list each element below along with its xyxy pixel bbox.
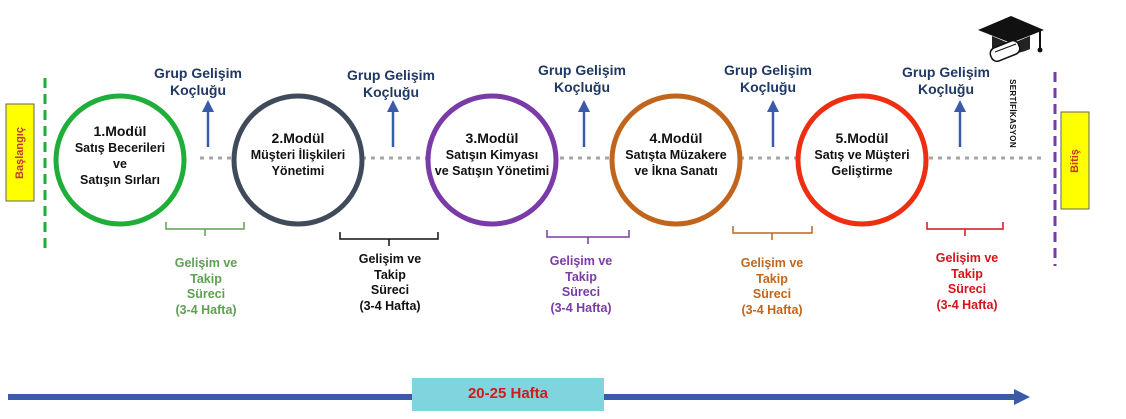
- followup-1-line4: (3-4 Hafta): [175, 302, 237, 317]
- coaching-label-3-line1: Grup Gelişim: [538, 62, 626, 78]
- followup-2-line2: Takip: [374, 267, 406, 282]
- duration-arrowhead: [1014, 389, 1030, 405]
- module-4-line2: ve İkna Sanatı: [634, 164, 718, 179]
- followup-5-line3: Süreci: [947, 282, 987, 297]
- coaching-label-1: Grup Gelişim Koçluğu: [133, 65, 263, 99]
- module-2-circle: [231, 93, 365, 227]
- followup-label-4: Gelişim ve Takip Süreci (3-4 Hafta): [717, 256, 827, 319]
- module-4-line1: Satışta Müzakere: [625, 147, 727, 162]
- followup-1-line3: Süreci: [186, 287, 226, 302]
- coaching-arrowhead-4: [767, 100, 779, 112]
- module-2-line2: Yönetimi: [271, 164, 325, 179]
- module-5-text: 5.Modül Satış ve Müşteri Geliştirme: [787, 130, 937, 179]
- followup-bracket-5: [926, 222, 1004, 236]
- followup-1-line2: Takip: [190, 271, 222, 286]
- coaching-label-3-line2: Koçluğu: [554, 78, 610, 95]
- followup-label-2: Gelişim ve Takip Süreci (3-4 Hafta): [335, 252, 445, 315]
- followup-4-line2: Takip: [756, 271, 788, 286]
- end-box: [1060, 111, 1090, 210]
- followup-2-line1: Gelişim ve: [358, 252, 422, 266]
- module-1-title: 1.Modül: [93, 123, 147, 139]
- coaching-label-4: Grup Gelişim Koçluğu: [703, 62, 833, 96]
- followup-5-line4: (3-4 Hafta): [936, 297, 998, 312]
- followup-bracket-3: [546, 230, 630, 244]
- followup-label-5: Gelişim ve Takip Süreci (3-4 Hafta): [912, 251, 1022, 314]
- coaching-label-2-line1: Grup Gelişim: [347, 67, 435, 83]
- followup-label-1: Gelişim ve Takip Süreci (3-4 Hafta): [151, 256, 261, 319]
- followup-4-line1: Gelişim ve: [740, 256, 804, 270]
- start-box: [5, 103, 35, 202]
- module-2-text: 2.Modül Müşteri İlişkileri Yönetimi: [223, 130, 373, 179]
- coaching-label-4-line1: Grup Gelişim: [724, 62, 812, 78]
- start-label-box: Başlangıç: [6, 104, 34, 201]
- followup-2-line4: (3-4 Hafta): [359, 298, 421, 313]
- module-5-line2: Geliştirme: [831, 164, 893, 179]
- module-1-line2: ve: [113, 157, 127, 172]
- coaching-label-4-line2: Koçluğu: [740, 78, 796, 95]
- module-3-title: 3.Modül: [465, 130, 519, 146]
- coaching-label-1-line2: Koçluğu: [170, 81, 226, 98]
- coaching-label-5: Grup Gelişim Koçluğu: [881, 64, 1011, 98]
- coaching-arrows: [202, 100, 966, 147]
- followup-3-line4: (3-4 Hafta): [550, 300, 612, 315]
- module-2-line1: Müşteri İlişkileri: [250, 147, 346, 162]
- module-1-line1: Satış Becerileri: [74, 140, 166, 155]
- coaching-label-5-line1: Grup Gelişim: [902, 64, 990, 80]
- end-label-box: Bitiş: [1061, 112, 1089, 209]
- coaching-label-5-line2: Koçluğu: [918, 80, 974, 97]
- followup-bracket-2: [339, 232, 439, 246]
- followup-1-line1: Gelişim ve: [174, 256, 238, 270]
- module-3-text: 3.Modül Satışın Kimyası ve Satışın Yönet…: [417, 130, 567, 179]
- followup-4-line3: Süreci: [752, 287, 792, 302]
- module-3-line1: Satışın Kimyası: [445, 147, 539, 162]
- followup-3-line3: Süreci: [561, 285, 601, 300]
- duration-box: [412, 378, 604, 411]
- module-1-circle: [53, 93, 187, 227]
- coaching-arrowhead-3: [578, 100, 590, 112]
- followup-3-line1: Gelişim ve: [549, 254, 613, 268]
- followup-bracket-1: [165, 222, 245, 236]
- duration-label: 20-25 Hafta: [467, 385, 549, 402]
- coaching-arrowhead-1: [202, 100, 214, 112]
- followup-5-line1: Gelişim ve: [935, 251, 999, 265]
- module-5-line1: Satış ve Müşteri: [814, 147, 910, 162]
- coaching-label-1-line1: Grup Gelişim: [154, 65, 242, 81]
- followup-2-line3: Süreci: [370, 283, 410, 298]
- coaching-arrowhead-2: [387, 100, 399, 112]
- module-1-text: 1.Modül Satış Becerileri ve Satışın Sırl…: [45, 123, 195, 189]
- start-label: Başlangıç: [14, 126, 26, 179]
- module-1-line3: Satışın Sırları: [80, 173, 160, 188]
- module-4-title: 4.Modül: [649, 130, 703, 146]
- followup-3-line2: Takip: [565, 269, 597, 284]
- module-4-text: 4.Modül Satışta Müzakere ve İkna Sanatı: [601, 130, 751, 179]
- module-5-title: 5.Modül: [835, 130, 889, 146]
- end-label: Bitiş: [1069, 148, 1081, 173]
- coaching-arrowhead-5: [954, 100, 966, 112]
- module-5-circle: [795, 93, 929, 227]
- coaching-label-2-line2: Koçluğu: [363, 83, 419, 100]
- followup-5-line2: Takip: [951, 266, 983, 281]
- module-2-title: 2.Modül: [271, 130, 325, 146]
- module-3-circle: [425, 93, 559, 227]
- followup-bracket-4: [732, 226, 813, 240]
- module-4-circle: [609, 93, 743, 227]
- followup-4-line4: (3-4 Hafta): [741, 302, 803, 317]
- coaching-label-3: Grup Gelişim Koçluğu: [517, 62, 647, 96]
- followup-label-3: Gelişim ve Takip Süreci (3-4 Hafta): [526, 254, 636, 317]
- coaching-label-2: Grup Gelişim Koçluğu: [326, 67, 456, 101]
- diploma-scroll-icon: [989, 39, 1021, 63]
- module-3-line2: ve Satışın Yönetimi: [434, 164, 550, 179]
